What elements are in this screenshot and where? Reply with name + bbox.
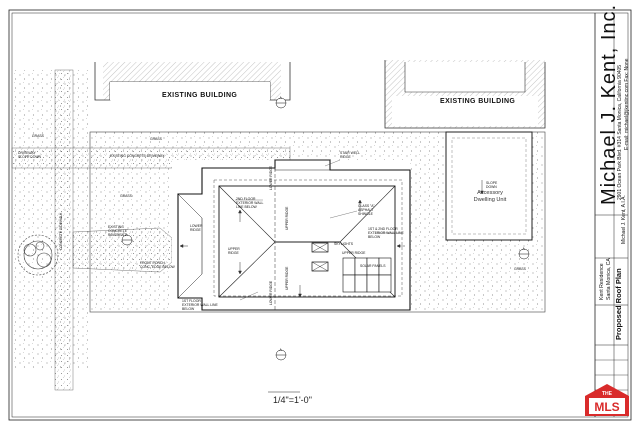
project-line-1: Kent Residence (599, 263, 605, 300)
solar-panels-label: SOLAR PANELS (360, 264, 386, 268)
skylights-label: SKYLIGHTS (334, 242, 354, 246)
adu-label: Accessory Dwelling Unit (473, 190, 507, 203)
concrete-driveway-label: EXISTING CONCRETE DRIVEWAY (110, 154, 165, 158)
svg-text:THE: THE (602, 391, 613, 397)
sheet-border (8, 9, 632, 421)
first-second-wall-label: 1ST & 2ND FLOOR EXTERIOR WALL LINE BELOW (368, 227, 404, 239)
driveway-slope-label: DRIVEWAY SLOPE DOWN (18, 151, 41, 159)
second-floor-wall-label: 2ND FLOOR EXTERIOR WALL LINE BELOW (236, 197, 264, 209)
main-roof-block (218, 185, 396, 298)
svg-text:MLS: MLS (594, 400, 619, 414)
section-markers (121, 97, 530, 361)
slope-arrows (179, 180, 484, 298)
drawing-scale: 1/4"=1'-0" (273, 395, 312, 405)
existing-pavement-label: EXISTING CONCRETE PAVEMENT (108, 225, 128, 237)
upper-ridge-vertical-label-2: UPPER RIDGE (285, 266, 289, 290)
front-porch-label: FRONT PORCH CONC. EDGE BELOW (140, 261, 175, 269)
firm-contact: E-mail: michael@jkentinc.com Fax: None (624, 58, 630, 151)
sheet-title: Proposed Roof Plan (614, 268, 623, 340)
upper-ridge-label: UPPER RIDGE (228, 247, 240, 255)
parkway-grass (12, 70, 90, 370)
grass-label-3: GRASS (120, 194, 132, 198)
existing-building-left-label: EXISTING BUILDING (162, 92, 238, 99)
tree (17, 234, 59, 276)
adu-outline (445, 131, 533, 241)
lower-ridge-label-bottom: LOWER RIDGE (269, 280, 273, 305)
grass-label-4: GRASS (514, 267, 526, 271)
project-line-2: Santa Monica, CA (606, 258, 612, 300)
stair-well-label: STAIR WELL RIDGE (340, 151, 360, 159)
section-marker-right: A (522, 246, 525, 251)
grass-label-2: GRASS (150, 137, 162, 141)
upper-ridge-label-right: UPPER RIDGE (342, 251, 366, 255)
mls-logo: MLS THE (585, 384, 629, 416)
section-marker-bottom: A (279, 347, 282, 352)
grass-label-1: GRASS (32, 134, 44, 138)
lower-ridge-label-left: LOWER RIDGE (190, 224, 203, 232)
section-marker-top: A (279, 95, 282, 100)
existing-building-right-label: EXISTING BUILDING (440, 98, 516, 105)
upper-ridge-vertical-label: UPPER RIDGE (285, 206, 289, 230)
slope-down-label: SLOPE DOWN (486, 181, 498, 189)
second-floor-wall-line (213, 179, 403, 297)
lower-ridge-label-top: LOWER RIDGE (269, 165, 273, 190)
shingle-label: CLASS "A" ASPHALT SHINGLE (358, 204, 375, 216)
first-floor-wall-label: 1ST FLOOR EXTERIOR WALL LINE BELOW (182, 299, 218, 311)
concrete-sidewalk (54, 69, 74, 391)
solar-panels (342, 257, 392, 293)
sidewalk-label: CONCRETE SIDEWALK (59, 212, 63, 250)
firm-principal: Michael J. Kent, A.I.A. (621, 195, 627, 244)
firm-address: 2901 Ocean Park Blvd. #314 Santa Monica,… (617, 64, 623, 200)
section-marker-left: A (125, 232, 128, 237)
